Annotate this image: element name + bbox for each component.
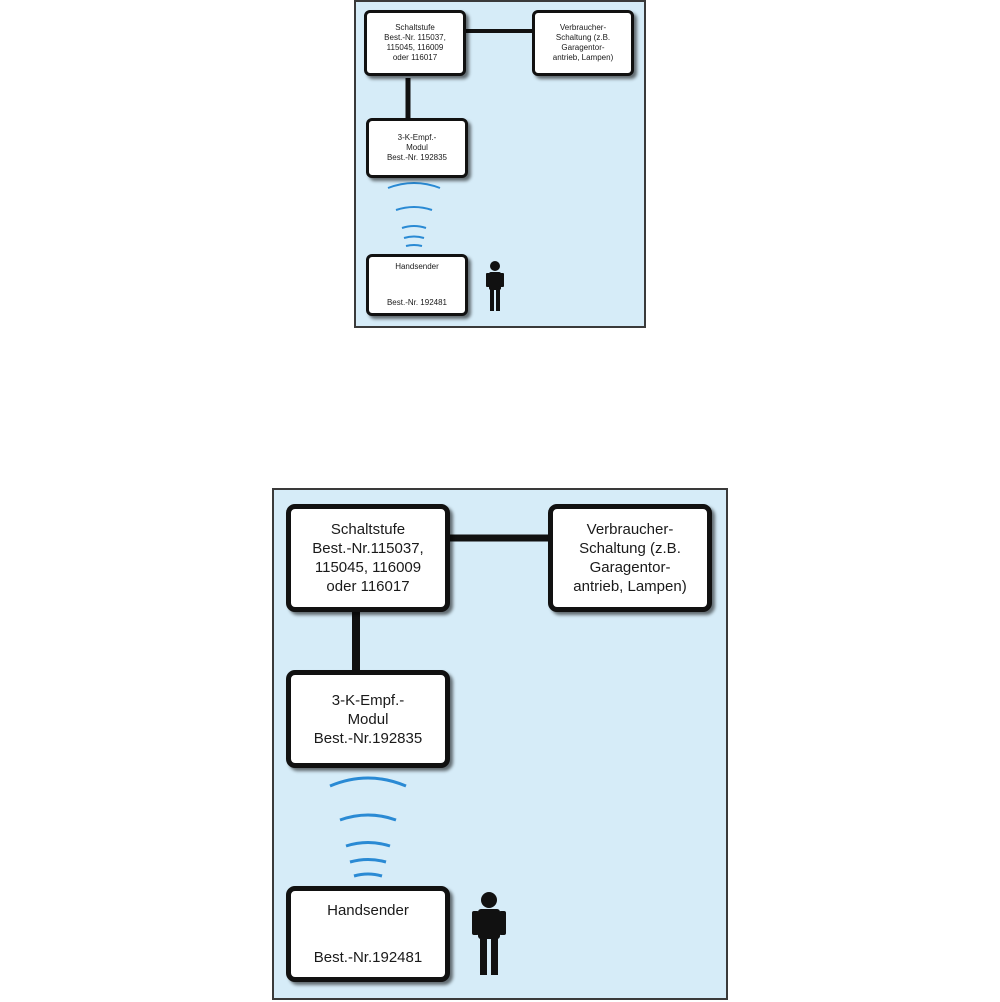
schaltstufe-line: oder 116017	[392, 53, 438, 62]
empfaenger-line: Best.-Nr.192835	[313, 729, 423, 747]
handsender-box: Handsender Best.-Nr.192481	[286, 886, 450, 982]
schaltstufe-line: Schaltstufe	[330, 521, 406, 538]
verbraucher-box: Verbraucher- Schaltung (z.B. Garagentor-…	[548, 504, 712, 612]
connectors-large	[329, 534, 550, 975]
person-icon	[472, 892, 506, 975]
empfaenger-line: Modul	[406, 143, 428, 152]
verbraucher-line: Verbraucher-	[559, 23, 607, 32]
empfaenger-line: 3-K-Empf.-	[331, 691, 405, 709]
diagram-panel-small: Schaltstufe Best.-Nr. 115037, 115045, 11…	[354, 0, 646, 328]
empfaenger-line: Best.-Nr. 192835	[386, 153, 448, 162]
diagram-panel-large: Schaltstufe Best.-Nr.115037, 115045, 116…	[272, 488, 728, 1000]
empfaenger-box: 3-K-Empf.- Modul Best.-Nr. 192835	[366, 118, 468, 178]
verbraucher-line: Garagentor-	[589, 559, 671, 576]
handsender-box: Handsender Best.-Nr. 192481	[366, 254, 468, 316]
verbraucher-line: antrieb, Lampen)	[552, 53, 614, 62]
radio-waves-icon	[387, 182, 441, 247]
handsender-order-number: Best.-Nr. 192481	[386, 298, 448, 307]
verbraucher-line: antrieb, Lampen)	[573, 578, 687, 595]
person-icon	[486, 261, 504, 311]
verbraucher-line: Verbraucher-	[586, 521, 674, 538]
schaltstufe-line: 115045, 116009	[314, 559, 422, 576]
handsender-order-number: Best.-Nr.192481	[313, 949, 423, 966]
schaltstufe-line: Best.-Nr.115037,	[312, 540, 424, 557]
schaltstufe-line: oder 116017	[326, 578, 410, 595]
empfaenger-line: Modul	[347, 710, 389, 728]
verbraucher-line: Schaltung (z.B.	[555, 33, 611, 42]
empfaenger-box: 3-K-Empf.- Modul Best.-Nr.192835	[286, 670, 450, 768]
verbraucher-line: Garagentor-	[561, 43, 605, 52]
verbraucher-line: Schaltung (z.B.	[579, 540, 681, 557]
schaltstufe-box: Schaltstufe Best.-Nr.115037, 115045, 116…	[286, 504, 450, 612]
schaltstufe-line: Schaltstufe	[395, 23, 435, 32]
empfaenger-line: 3-K-Empf.-	[397, 133, 437, 142]
schaltstufe-box: Schaltstufe Best.-Nr. 115037, 115045, 11…	[364, 10, 466, 76]
verbraucher-box: Verbraucher- Schaltung (z.B. Garagentor-…	[532, 10, 634, 76]
schaltstufe-line: Best.-Nr. 115037,	[384, 33, 446, 42]
schaltstufe-line: 115045, 116009	[386, 43, 444, 52]
radio-waves-icon	[329, 776, 407, 878]
handsender-label: Handsender	[327, 902, 409, 919]
handsender-label: Handsender	[395, 262, 439, 271]
connectors-small	[387, 29, 532, 311]
